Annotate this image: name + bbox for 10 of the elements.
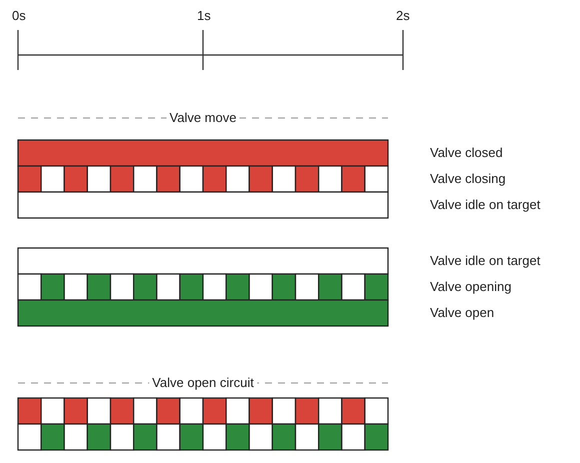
row-label: Valve idle on target [430, 197, 540, 213]
tick-label: 2s [396, 8, 410, 24]
row-label: Valve idle on target [430, 253, 540, 269]
row-label: Valve opening [430, 279, 512, 295]
tick-label: 1s [197, 8, 211, 24]
row-label: Valve closing [430, 171, 506, 187]
row-label: Valve open [430, 305, 494, 321]
section-heading: Valve open circuit [149, 375, 257, 391]
tick-label: 0s [12, 8, 26, 24]
row-label: Valve closed [430, 145, 503, 161]
